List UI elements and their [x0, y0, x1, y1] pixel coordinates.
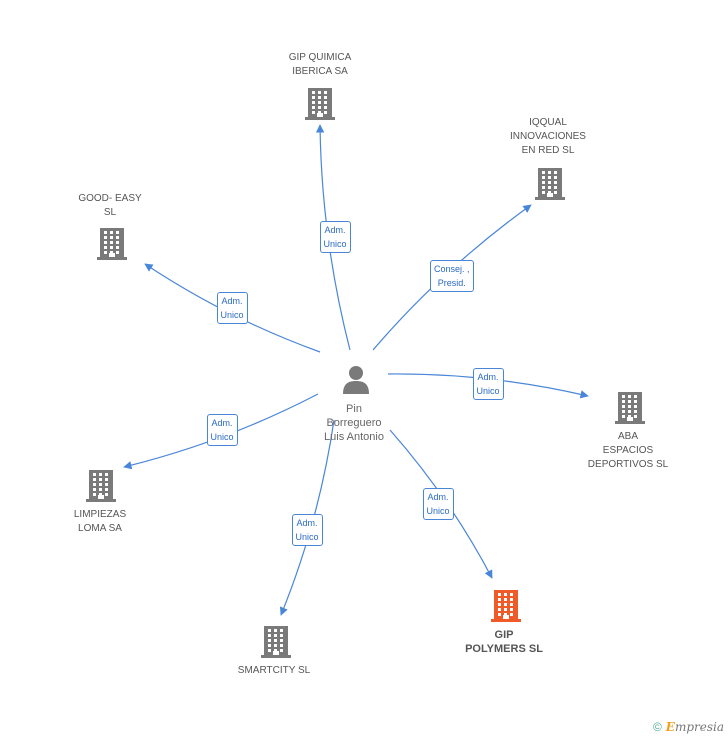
- building-icon[interactable]: [260, 624, 292, 663]
- company-name-aba-espacios[interactable]: ABA ESPACIOS DEPORTIVOS SL: [587, 431, 669, 470]
- role-label-gip-quimica-iberica: Adm. Unico: [319, 221, 351, 253]
- person-icon[interactable]: [341, 364, 371, 399]
- company-name-good-easy[interactable]: GOOD- EASY SL: [78, 193, 142, 218]
- company-name-limpiezas-loma[interactable]: LIMPIEZAS LOMA SA: [73, 509, 127, 534]
- role-label-iqqual-innovaciones: Consej. , Presid.: [430, 260, 474, 292]
- company-name-gip-polymers[interactable]: GIP POLYMERS SL: [465, 629, 543, 655]
- role-label-smartcity: Adm. Unico: [291, 514, 323, 546]
- building-icon[interactable]: [304, 86, 336, 125]
- building-icon[interactable]: [614, 390, 646, 429]
- role-label-gip-polymers: Adm. Unico: [422, 488, 454, 520]
- company-name-gip-quimica-iberica[interactable]: GIP QUIMICA IBERICA SA: [288, 52, 352, 77]
- building-icon[interactable]: [490, 588, 522, 627]
- person-name[interactable]: Pin Borreguero Luis Antonio: [324, 403, 384, 443]
- company-name-iqqual-innovaciones[interactable]: IQQUAL INNOVACIONES EN RED SL: [510, 117, 586, 156]
- building-icon[interactable]: [96, 226, 128, 265]
- role-label-limpiezas-loma: Adm. Unico: [206, 414, 238, 446]
- copyright-icon: ©: [652, 720, 662, 734]
- role-label-good-easy: Adm. Unico: [216, 292, 248, 324]
- company-name-smartcity[interactable]: SMARTCITY SL: [237, 665, 311, 676]
- building-icon[interactable]: [534, 166, 566, 205]
- empresia-logo: ©Empresia: [652, 720, 724, 734]
- role-label-aba-espacios: Adm. Unico: [472, 368, 504, 400]
- building-icon[interactable]: [85, 468, 117, 507]
